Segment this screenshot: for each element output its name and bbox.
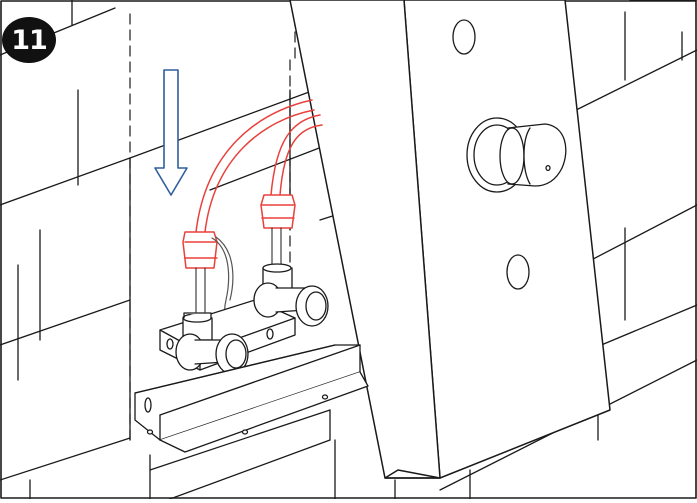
shower-panel (289, 0, 611, 479)
panel-top-hole (452, 19, 476, 55)
step-number-badge: 11 (2, 17, 56, 63)
flexible-hoses (182, 99, 323, 269)
panel-bottom-hole (506, 254, 530, 290)
panel-control-knob (466, 117, 567, 193)
valve-manifold (159, 263, 329, 375)
down-arrow-icon (154, 69, 188, 196)
mounting-bracket (134, 344, 369, 453)
